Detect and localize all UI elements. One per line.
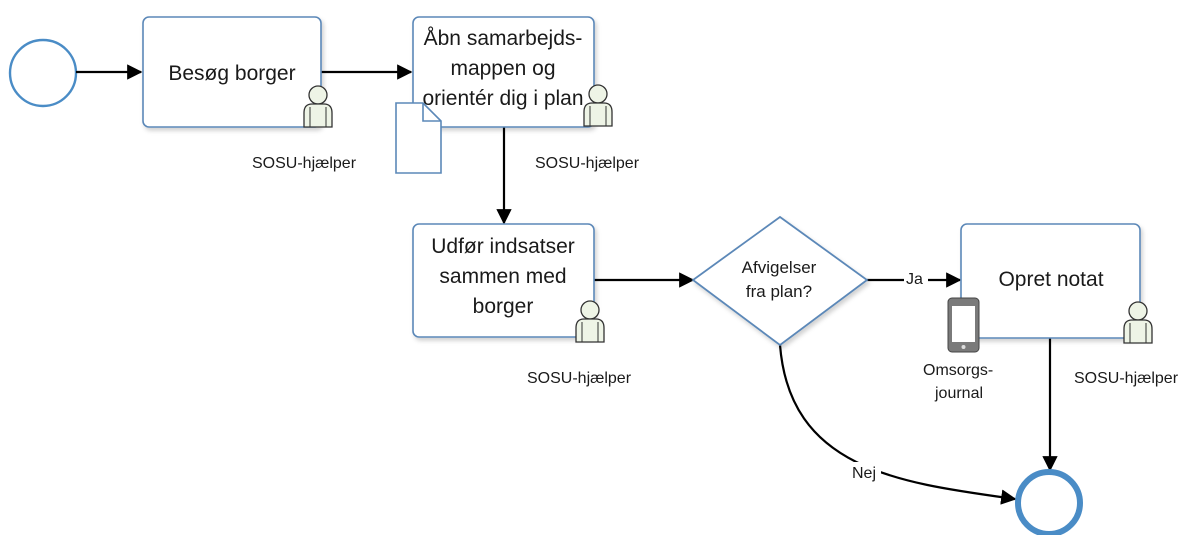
task-open-folder-label-line3: orientér dig i plan — [422, 87, 583, 110]
task-open-folder-label-line2: mappen og — [450, 57, 555, 80]
phone-icon[interactable] — [947, 297, 980, 353]
task-visit[interactable]: Besøg borger — [142, 16, 333, 128]
task-create-note-label: Opret notat — [998, 268, 1103, 291]
gateway-label-line2: fra plan? — [746, 282, 812, 301]
role-label-perform: SOSU-hjælper — [527, 370, 632, 387]
gateway-label-line1: Afvigelser — [742, 258, 817, 277]
task-perform-label-line1: Udfør indsatser — [431, 235, 575, 258]
decision-gateway[interactable]: Afvigelser fra plan? — [691, 215, 869, 347]
task-open-folder-label-line1: Åbn samarbejds- — [424, 27, 583, 50]
document-icon[interactable] — [395, 102, 442, 174]
role-label-visit: SOSU-hjælper — [252, 155, 357, 172]
device-label-line2: journal — [934, 385, 983, 402]
start-event[interactable] — [8, 38, 78, 108]
task-perform-label-line2: sammen med — [439, 265, 566, 288]
edge-label-bg-no — [851, 462, 881, 482]
device-label-line1: Omsorgs- — [923, 362, 993, 379]
task-create-note[interactable]: Opret notat — [960, 223, 1153, 344]
role-label-open-folder: SOSU-hjælper — [535, 155, 640, 172]
edge-label-bg-yes — [904, 268, 928, 288]
edge-label-yes: Ja — [906, 271, 923, 288]
role-label-create-note: SOSU-hjælper — [1074, 370, 1179, 387]
end-event[interactable] — [1015, 469, 1083, 535]
edge-label-no: Nej — [852, 465, 876, 482]
task-perform-label-line3: borger — [473, 295, 534, 318]
task-perform[interactable]: Udfør indsatser sammen med borger — [412, 223, 605, 343]
task-open-folder[interactable]: Åbn samarbejds- mappen og orientér dig i… — [412, 16, 613, 128]
task-visit-label: Besøg borger — [168, 62, 295, 85]
